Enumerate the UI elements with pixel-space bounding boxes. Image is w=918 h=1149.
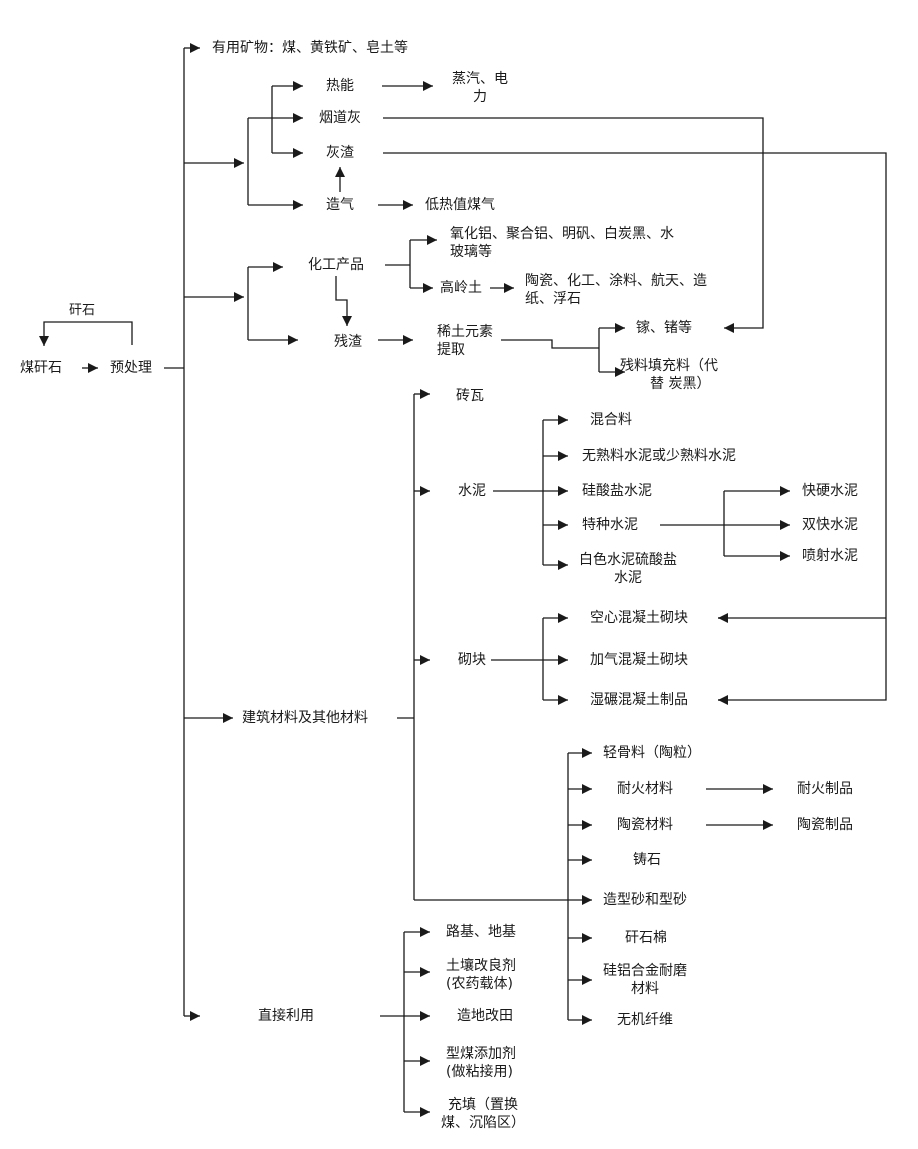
chemical-products: 化工产品 — [308, 257, 364, 273]
backfill: 充填（置换煤、沉陷区） — [441, 1097, 525, 1131]
block: 砌块 — [458, 652, 486, 668]
lightweight-aggregate: 轻骨料（陶粒） — [603, 745, 701, 761]
arrow-slag — [383, 152, 887, 701]
alumina-products: 氧化铝、聚合铝、明矾、白炭黑、水玻璃等 — [450, 226, 674, 260]
white-sulfate-cement: 白色水泥硫酸盐水泥 — [579, 552, 677, 586]
slag: 灰渣 — [326, 145, 354, 161]
loop-arrow — [39, 321, 133, 346]
steam-power: 蒸汽、电力 — [452, 71, 508, 105]
hollow-concrete-block: 空心混凝土砌块 — [590, 610, 688, 626]
clinker-free-cement: 无熟料水泥或少熟料水泥 — [582, 448, 736, 464]
kaolin: 高岭土 — [440, 280, 482, 296]
loop-label: 矸石 — [68, 303, 96, 318]
gangue-wool: 矸石棉 — [625, 930, 667, 946]
direct-use: 直接利用 — [258, 1008, 314, 1024]
kaolin-uses: 陶瓷、化工、涂料、航天、造纸、浮石 — [525, 273, 707, 307]
connector — [501, 339, 599, 349]
low-heat-gas: 低热值煤气 — [425, 197, 495, 213]
gasification: 造气 — [326, 197, 354, 213]
gallium-germanium: 镓、锗等 — [636, 320, 692, 336]
cast-stone: 铸石 — [633, 852, 661, 868]
rare-earth-extraction: 稀土元素提取 — [437, 324, 493, 358]
roadbed: 路基、地基 — [446, 924, 516, 940]
residue: 残渣 — [334, 334, 362, 350]
land-reclamation: 造地改田 — [457, 1008, 513, 1024]
brick-tile: 砖瓦 — [456, 388, 484, 404]
flue-ash: 烟道灰 — [319, 110, 361, 126]
refractory-material: 耐火材料 — [617, 781, 673, 797]
building-materials: 建筑材料及其他材料 — [242, 710, 368, 726]
cement: 水泥 — [458, 483, 486, 499]
ceramic-product: 陶瓷制品 — [797, 817, 853, 833]
shotcrete-cement: 喷射水泥 — [802, 548, 858, 564]
root-coal-gangue: 煤矸石 — [20, 360, 62, 376]
ceramic-material: 陶瓷材料 — [617, 817, 673, 833]
heat-energy: 热能 — [326, 78, 354, 94]
silicate-cement: 硅酸盐水泥 — [582, 483, 652, 499]
aerated-concrete-block: 加气混凝土砌块 — [590, 652, 688, 668]
inorganic-fiber: 无机纤维 — [617, 1012, 673, 1028]
cement-mix: 混合料 — [590, 412, 632, 428]
arrow-flue-ash — [383, 117, 764, 333]
si-al-alloy: 硅铝合金耐磨材料 — [603, 963, 687, 997]
molding-sand: 造型砂和型砂 — [603, 892, 687, 908]
arrow — [335, 276, 352, 326]
soil-conditioner: 土壤改良剂(农药载体) — [446, 958, 516, 992]
coal-additive: 型煤添加剂(做粘接用) — [446, 1046, 516, 1080]
useful-minerals: 有用矿物：煤、黄铁矿、皂土等 — [212, 40, 408, 56]
rapid-hardening-cement: 快硬水泥 — [802, 483, 858, 499]
refractory-product: 耐火制品 — [797, 781, 853, 797]
residue-filler: 残料填充料（代替 炭黑） — [620, 358, 718, 392]
pretreatment: 预处理 — [110, 360, 152, 376]
wet-rolled-concrete: 湿碾混凝土制品 — [590, 692, 688, 708]
double-rapid-cement: 双快水泥 — [802, 517, 858, 533]
special-cement: 特种水泥 — [582, 517, 638, 533]
